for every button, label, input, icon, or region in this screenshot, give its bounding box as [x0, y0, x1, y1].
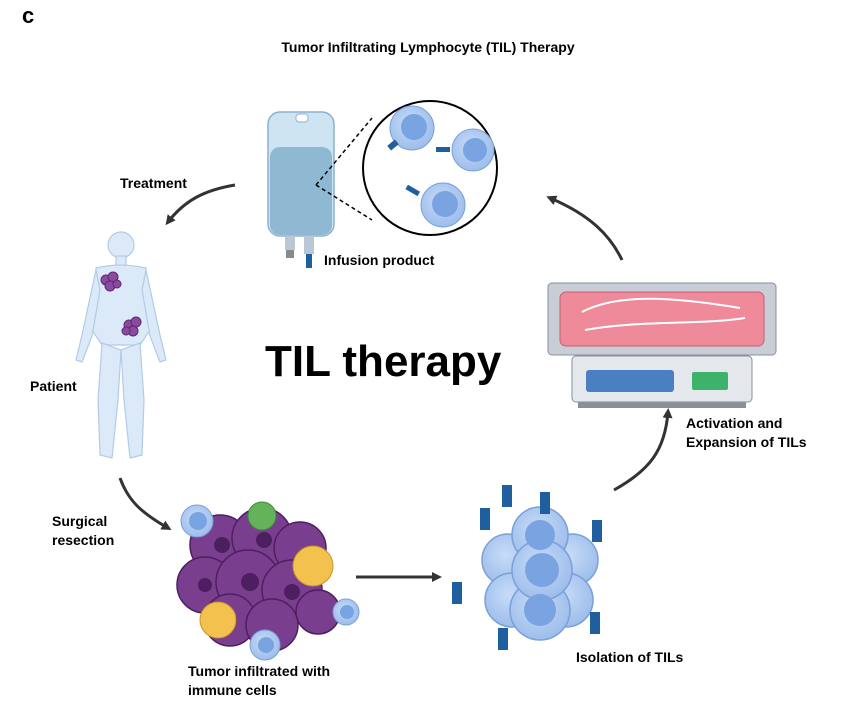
green-cell-icon — [247, 501, 277, 531]
label-surgical-resection-line1: Surgical — [52, 513, 108, 529]
arrow-infusion — [546, 195, 624, 261]
center-title: TIL therapy — [265, 337, 502, 386]
label-isolation: Isolation of TILs — [576, 649, 684, 665]
t-cell-icon — [405, 182, 466, 228]
human-body-icon — [75, 231, 167, 459]
label-activation-line1: Activation and — [686, 415, 783, 431]
label-tumor-line2: immune cells — [188, 682, 277, 698]
culture-device-icon — [547, 282, 777, 408]
figure-title: Tumor Infiltrating Lymphocyte (TIL) Ther… — [281, 39, 575, 55]
tumor-mass-icon — [176, 501, 360, 661]
arrow-surgical-resection — [118, 477, 172, 530]
panel-letter: c — [22, 3, 35, 28]
label-tumor-line1: Tumor infiltrated with — [188, 663, 331, 679]
infusion-zoom-circle — [362, 100, 498, 236]
til-cluster-icon — [452, 485, 602, 650]
label-patient: Patient — [30, 378, 77, 394]
label-treatment: Treatment — [120, 175, 187, 191]
t-cell-icon — [436, 128, 495, 172]
tumor-icon — [100, 271, 142, 337]
iv-bag-icon — [267, 111, 335, 268]
yellow-cell-icon — [199, 545, 334, 639]
label-surgical-resection-line2: resection — [52, 532, 115, 548]
t-cell-icon — [387, 105, 435, 151]
label-infusion-product: Infusion product — [324, 252, 435, 268]
arrow-treatment — [165, 183, 236, 226]
label-activation-line2: Expansion of TILs — [686, 434, 807, 450]
zoom-line — [315, 117, 373, 186]
arrow-activation — [613, 408, 673, 492]
